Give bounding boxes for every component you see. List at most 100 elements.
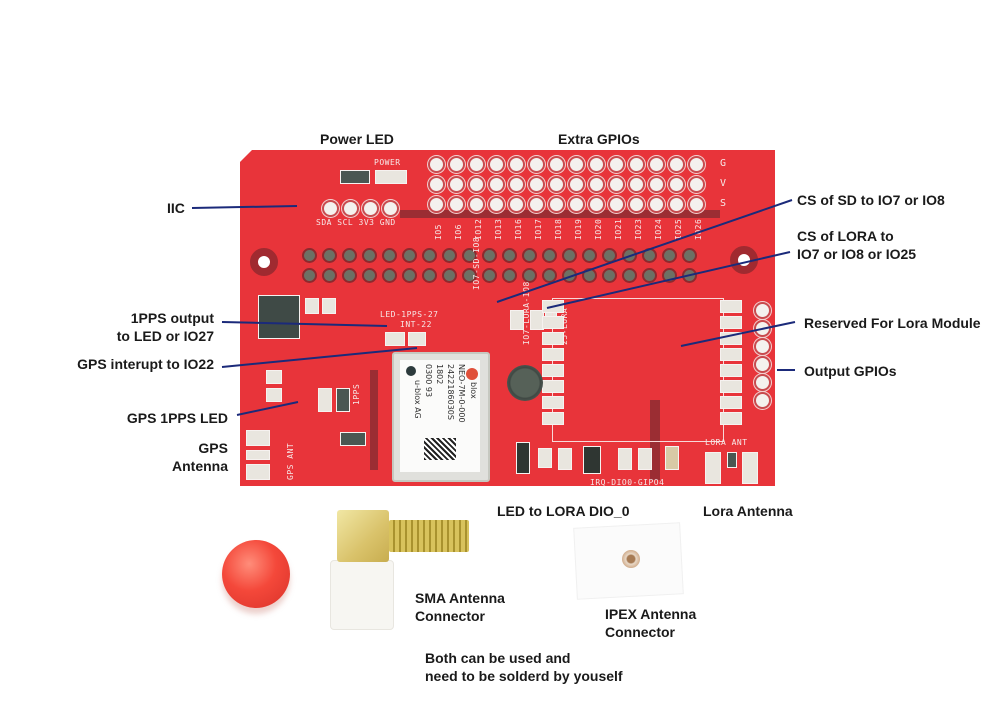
output-gpio-pad bbox=[754, 374, 771, 391]
label-gps-interrupt: GPS interupt to IO22 bbox=[77, 356, 214, 372]
gps-module-label: blox NEO-7M-0-000 2422186030S 1802 0300 … bbox=[400, 360, 480, 472]
transistor bbox=[583, 446, 601, 474]
capacitor bbox=[322, 298, 336, 314]
pi-header-pin bbox=[502, 248, 517, 263]
resistor bbox=[336, 388, 350, 412]
pi-header-pin bbox=[442, 268, 457, 283]
gps-model: NEO-7M-0-000 bbox=[457, 364, 466, 423]
pi-header-pin bbox=[542, 268, 557, 283]
gpio-pad bbox=[448, 176, 465, 193]
capacitor bbox=[665, 446, 679, 470]
gpio-pad bbox=[588, 196, 605, 213]
solder-jumper-sd bbox=[510, 310, 524, 330]
silk-gpio-label: IO5 bbox=[434, 224, 443, 240]
label-cs-lora-1: CS of LORA to bbox=[797, 228, 894, 244]
diode bbox=[516, 442, 530, 474]
lora-pad-right bbox=[720, 412, 742, 425]
iic-pad-3v3 bbox=[362, 200, 379, 217]
pin1-marker bbox=[406, 366, 416, 376]
gpio-pad bbox=[528, 196, 545, 213]
pi-header-pin bbox=[582, 248, 597, 263]
lora-pad-left bbox=[542, 364, 564, 377]
output-gpio-pad bbox=[754, 338, 771, 355]
lora-module-footprint bbox=[552, 298, 724, 442]
pi-header-pin bbox=[302, 268, 317, 283]
silk-gpio-label: IO13 bbox=[494, 218, 503, 240]
silk-lora-ant: LORA ANT bbox=[705, 438, 748, 447]
solder-jumper-int bbox=[408, 332, 426, 346]
iic-pad-scl bbox=[342, 200, 359, 217]
pi-header-pin bbox=[642, 248, 657, 263]
pi-header-pin bbox=[462, 268, 477, 283]
pps-led bbox=[318, 388, 332, 412]
pi-header-pin bbox=[322, 268, 337, 283]
gpio-pad bbox=[488, 176, 505, 193]
lora-pad-left bbox=[542, 380, 564, 393]
pi-header-pin bbox=[302, 248, 317, 263]
pi-header-pin bbox=[382, 248, 397, 263]
silk-gpio-label: IO25 bbox=[674, 218, 683, 240]
lora-pad-right bbox=[720, 396, 742, 409]
pi-header-pin bbox=[322, 248, 337, 263]
label-1pps-output-1: 1PPS output bbox=[130, 310, 214, 326]
ipex-connector bbox=[622, 550, 640, 568]
silk-sd-sel: IO7-SD-IO8 bbox=[472, 236, 481, 290]
sma-connector-barrel bbox=[389, 520, 469, 552]
silk-s: S bbox=[720, 198, 727, 209]
gpio-pad bbox=[548, 176, 565, 193]
gpio-pad bbox=[488, 156, 505, 173]
label-note-2: need to be solderd by youself bbox=[425, 668, 623, 684]
pi-header-pin bbox=[622, 268, 637, 283]
pi-header-pin bbox=[642, 268, 657, 283]
silk-int: INT-22 bbox=[400, 320, 432, 329]
pi-header-pin bbox=[562, 268, 577, 283]
gps-lot: 0300 93 bbox=[424, 364, 433, 398]
voltage-regulator bbox=[258, 295, 300, 339]
pi-header-pin bbox=[442, 248, 457, 263]
gpio-pad bbox=[508, 176, 525, 193]
lora-pad-left bbox=[542, 412, 564, 425]
pi-header-pin bbox=[562, 248, 577, 263]
red-led-cap bbox=[222, 540, 290, 608]
gpio-pad bbox=[488, 196, 505, 213]
gpio-pad bbox=[508, 156, 525, 173]
gpio-pad bbox=[608, 156, 625, 173]
pi-header-pin bbox=[382, 268, 397, 283]
silk-led-1pps: LED-1PPS-27 bbox=[380, 310, 439, 319]
label-gps-antenna-2: Antenna bbox=[172, 458, 228, 474]
pi-header-pin bbox=[482, 268, 497, 283]
pi-header-pin bbox=[362, 248, 377, 263]
lora-pad-right bbox=[720, 316, 742, 329]
pi-header-pin bbox=[342, 248, 357, 263]
silk-gpio-label: IO23 bbox=[634, 218, 643, 240]
pi-header-pin bbox=[522, 248, 537, 263]
label-ipex-1: IPEX Antenna bbox=[605, 606, 697, 622]
silk-gpio-label: IO16 bbox=[514, 218, 523, 240]
pcb-trace bbox=[650, 400, 660, 480]
pi-header-pin bbox=[682, 268, 697, 283]
output-gpio-pad bbox=[754, 392, 771, 409]
datamatrix-code bbox=[424, 438, 456, 460]
label-sma-1: SMA Antenna bbox=[415, 590, 505, 606]
pi-header-pin bbox=[402, 268, 417, 283]
capacitor bbox=[266, 388, 282, 402]
gpio-pad bbox=[648, 196, 665, 213]
pi-header-pin bbox=[462, 248, 477, 263]
silk-gpio-label: IO20 bbox=[594, 218, 603, 240]
gpio-pad bbox=[628, 156, 645, 173]
output-gpio-pad bbox=[754, 302, 771, 319]
gpio-pad bbox=[468, 176, 485, 193]
gpio-pad bbox=[608, 176, 625, 193]
label-sma-2: Connector bbox=[415, 608, 485, 624]
label-gps-antenna-1: GPS bbox=[198, 440, 228, 456]
label-power-led: Power LED bbox=[320, 131, 394, 147]
gpio-pad bbox=[568, 176, 585, 193]
sma-connector-base bbox=[330, 560, 394, 630]
label-cs-lora-2: IO7 or IO8 or IO25 bbox=[797, 246, 917, 262]
gpio-pad bbox=[688, 156, 705, 173]
gpio-pad bbox=[648, 176, 665, 193]
gpio-pad bbox=[588, 176, 605, 193]
silk-v: V bbox=[720, 178, 727, 189]
gpio-pad bbox=[428, 176, 445, 193]
gps-date: 1802 bbox=[435, 364, 444, 385]
